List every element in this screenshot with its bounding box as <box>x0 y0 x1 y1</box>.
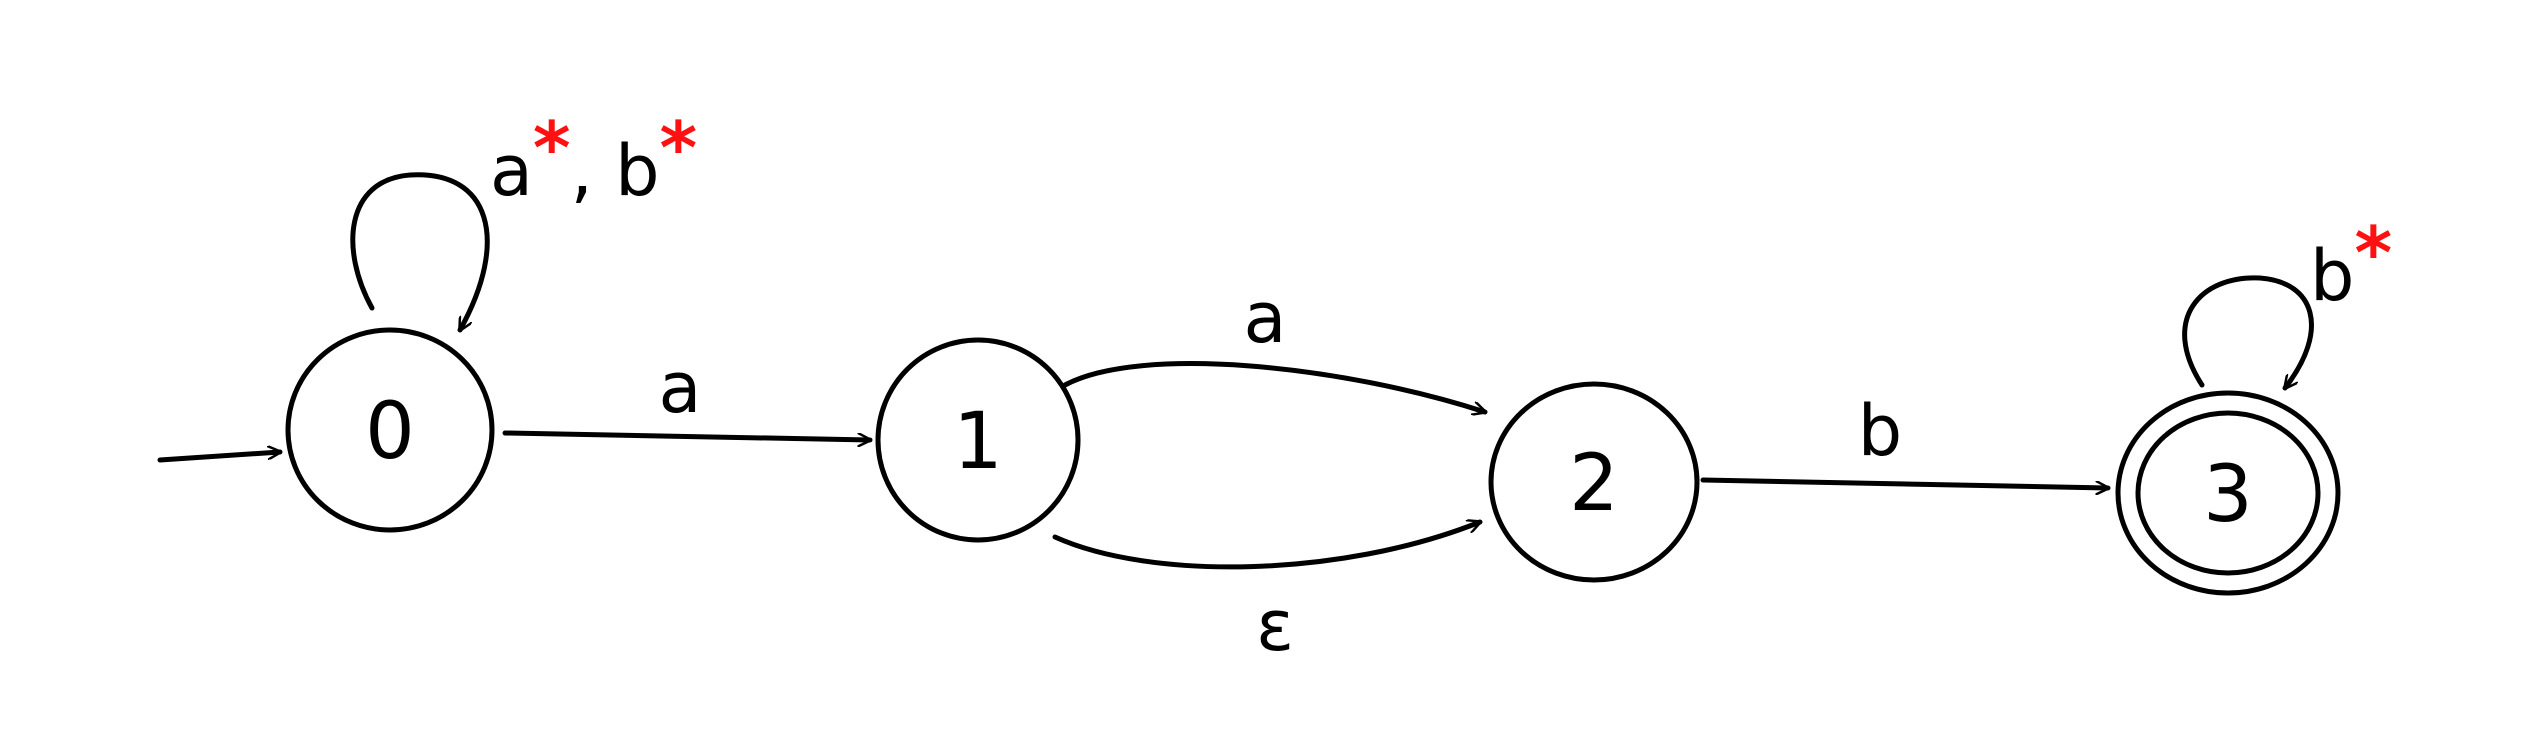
label-loop-0-b: b <box>615 130 659 212</box>
star-mark: * <box>2354 211 2392 295</box>
state-0: 0 <box>285 327 495 533</box>
label-loop-0-sep: , <box>571 130 616 212</box>
state-3-label: 3 <box>2203 450 2253 540</box>
state-3-outer-circle <box>2115 390 2341 596</box>
state-2-label: 2 <box>1569 439 1619 529</box>
state-2-circle <box>1488 381 1700 583</box>
edge-2-to-3 <box>1700 477 2111 488</box>
state-3: 3 <box>2115 390 2341 596</box>
label-loop-3-b: b <box>2310 235 2354 317</box>
star-mark: * <box>533 106 571 190</box>
state-0-circle <box>285 327 495 533</box>
state-1-label: 1 <box>953 397 1003 487</box>
state-3-inner-circle <box>2135 410 2321 576</box>
state-1-circle <box>875 337 1081 543</box>
label-loop-0-a: a <box>490 130 533 212</box>
label-loop-3: b* <box>2310 211 2392 317</box>
label-edge-1-2-upper: a <box>1244 277 1287 359</box>
edge-0-to-1 <box>502 430 873 440</box>
state-0-label: 0 <box>365 387 415 477</box>
start-arrow <box>157 452 283 463</box>
edge-1-to-2-upper <box>1062 361 1485 412</box>
star-mark: * <box>660 106 698 190</box>
edge-3-self-loop <box>2182 275 2314 391</box>
label-edge-1-2-lower: ε <box>1256 585 1294 667</box>
edge-0-self-loop <box>350 172 490 333</box>
label-edge-0-1: a <box>659 347 702 429</box>
label-edge-2-3: b <box>1858 390 1902 472</box>
state-1: 1 <box>875 337 1081 543</box>
state-2: 2 <box>1488 381 1700 583</box>
edge-1-to-2-lower <box>1052 522 1480 570</box>
label-loop-0: a*, b* <box>490 106 697 212</box>
